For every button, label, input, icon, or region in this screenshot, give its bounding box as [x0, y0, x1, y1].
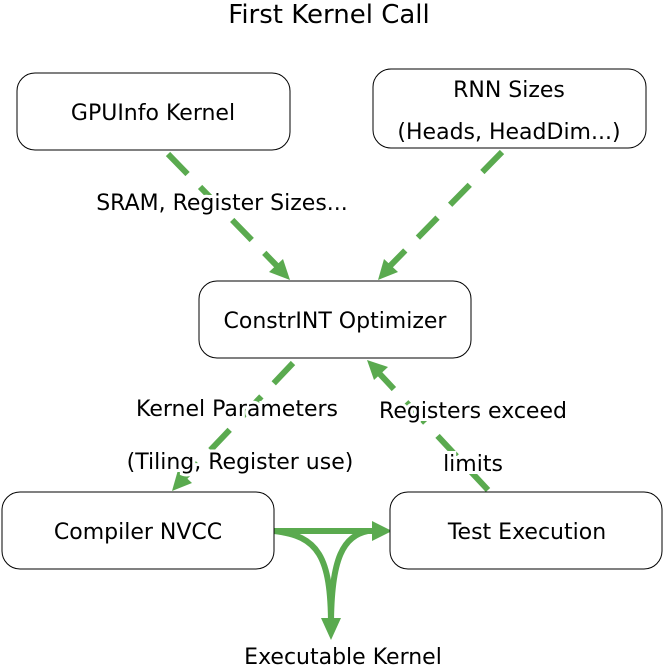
node-rnn-sizes: RNN Sizes (Heads, HeadDim...)	[372, 68, 647, 149]
arrowhead-test-to-optimizer	[367, 360, 388, 380]
edge-label-output: Executable Kernel	[244, 645, 442, 666]
node-compiler-box	[1, 491, 275, 570]
arrowhead-optimizer-to-compiler	[172, 470, 192, 491]
connectors	[165, 149, 505, 640]
edge-label-kernel-params-line1: Kernel Parameters	[136, 397, 338, 422]
node-test-execution: Test Execution	[389, 491, 663, 570]
node-rnn-line2: (Heads, HeadDim...)	[397, 120, 620, 145]
edge-label-registers-line2: limits	[443, 452, 503, 477]
arrowhead-gpuinfo-to-optimizer	[269, 259, 290, 280]
node-compiler: Compiler NVCC	[1, 491, 275, 570]
node-gpuinfo-label: GPUInfo Kernel	[71, 101, 235, 126]
diagram-title: First Kernel Call	[228, 0, 429, 30]
edge-label-gpuinfo-to-optimizer: SRAM, Register Sizes...	[96, 191, 348, 216]
node-rnn-box	[372, 68, 647, 149]
arrow-test-to-optimizer	[375, 369, 491, 493]
edge-label-kernel-params-line2: (Tiling, Register use)	[127, 450, 354, 475]
arrow-gpuinfo-to-optimizer	[165, 151, 282, 271]
node-test-box	[389, 491, 663, 570]
arrowhead-rnn-to-optimizer	[378, 259, 398, 280]
arrow-optimizer-to-compiler	[180, 360, 296, 482]
node-test-label: Test Execution	[447, 520, 606, 545]
edge-labels: SRAM, Register Sizes... Kernel Parameter…	[93, 188, 570, 666]
node-gpuinfo-box	[16, 72, 291, 151]
arrowhead-compiler-to-test	[372, 521, 392, 541]
arrow-compiler-to-output	[271, 528, 334, 629]
arrow-rnn-to-optimizer	[385, 149, 505, 271]
edge-label-registers-line1: Registers exceed	[379, 399, 567, 424]
node-optimizer-label: ConstrINT Optimizer	[224, 309, 448, 334]
node-optimizer-box	[198, 280, 472, 359]
arrowhead-output	[321, 618, 341, 640]
node-compiler-label: Compiler NVCC	[54, 520, 222, 545]
node-optimizer: ConstrINT Optimizer	[198, 280, 472, 359]
node-rnn-line1: RNN Sizes	[453, 78, 565, 103]
node-gpuinfo: GPUInfo Kernel	[16, 72, 291, 151]
arrow-test-to-output	[328, 528, 371, 629]
